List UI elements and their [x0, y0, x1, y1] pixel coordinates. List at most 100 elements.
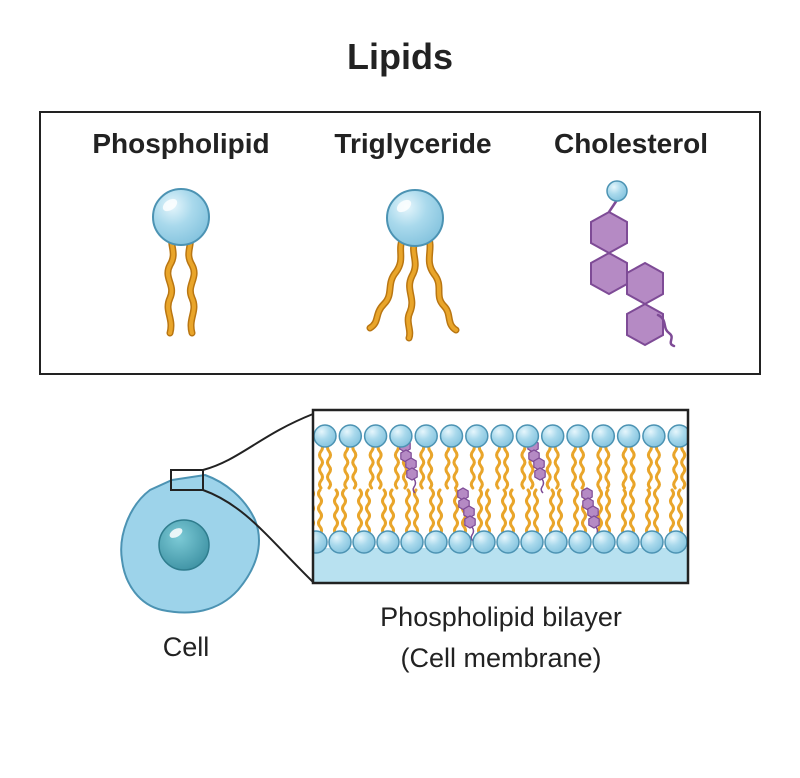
bilayer-label-line1: Phospholipid bilayer — [380, 602, 622, 632]
bilayer-tail-top — [672, 442, 679, 490]
bilayer-head-top — [540, 424, 565, 448]
bilayer-tail-top — [629, 442, 636, 490]
bilayer-tail-bottom — [381, 488, 387, 536]
bilayer-tail-top — [376, 442, 383, 490]
bilayer-tail-bottom — [437, 488, 443, 536]
bilayer-tail-top — [553, 442, 560, 490]
bilayer-head-bottom — [424, 530, 448, 554]
cell-label: Cell — [162, 632, 210, 662]
bilayer-tail-bottom — [365, 488, 371, 536]
bilayer-tail-bottom — [341, 488, 347, 536]
bilayer-tail-bottom — [317, 488, 323, 536]
bilayer-label-line2: (Cell membrane) — [400, 643, 602, 673]
bilayer-zoom — [313, 410, 716, 583]
bilayer-head-bottom — [592, 530, 616, 554]
bilayer-head-bottom — [328, 530, 352, 554]
bilayer-head-top — [591, 424, 616, 448]
bilayer-tail-top — [545, 442, 552, 490]
bilayer-tail-bottom — [477, 488, 483, 536]
bilayer-tail-bottom — [501, 488, 507, 536]
bilayer-tail-bottom — [389, 488, 395, 536]
bilayer-tail-top — [571, 442, 577, 490]
bilayer-head-bottom — [313, 530, 328, 554]
bilayer-tail-top — [654, 442, 661, 490]
bilayer-tail-bottom — [453, 488, 459, 536]
bilayer-head-top — [490, 424, 514, 448]
bilayer-head-bottom — [400, 530, 424, 554]
page-title: Lipids — [347, 36, 453, 77]
bilayer-tail-bottom — [357, 488, 363, 536]
bilayer-head-top — [465, 424, 489, 448]
bilayer-head-bottom — [544, 530, 568, 554]
bilayer-tail-bottom — [621, 488, 627, 536]
bilayer-head-bottom — [472, 530, 496, 554]
bilayer-tail-bottom — [653, 488, 659, 536]
triglyceride-label: Triglyceride — [334, 128, 492, 159]
bilayer-tail-top — [444, 442, 451, 490]
phospholipid-label: Phospholipid — [92, 128, 270, 159]
bilayer-tail-top — [351, 442, 358, 490]
triglyceride-molecule — [366, 189, 460, 342]
bilayer-head-top — [338, 424, 363, 448]
bilayer-box — [311, 408, 690, 585]
bilayer-tail-bottom — [525, 488, 531, 536]
bilayer-tail-bottom — [509, 488, 515, 536]
bilayer-tail-bottom — [573, 488, 579, 536]
bilayer-tail-top — [680, 442, 687, 490]
bilayer-head-top — [515, 424, 540, 448]
bilayer-head-top — [389, 424, 413, 448]
bilayer-head-bottom — [616, 530, 640, 554]
bilayer-tail-top — [596, 442, 603, 490]
bilayer-tail-top — [393, 442, 400, 490]
bilayer-head-top — [642, 424, 666, 448]
bilayer-tail-top — [604, 442, 611, 490]
bilayer-tail-top — [469, 442, 476, 490]
bilayer-tail-bottom — [597, 488, 603, 536]
bilayer-tail-top — [452, 442, 459, 490]
bilayer-head-bottom — [640, 530, 664, 554]
bilayer-head-bottom — [376, 530, 400, 554]
bilayer-head-top — [363, 424, 388, 448]
bilayer-head-bottom — [496, 530, 520, 554]
bilayer-head-bottom — [520, 530, 544, 554]
bilayer-tail-bottom — [629, 488, 635, 536]
bilayer-tail-top — [646, 442, 653, 490]
bilayer-tail-top — [520, 442, 527, 490]
bilayer-tail-top — [427, 442, 434, 490]
bilayer-tail-top — [343, 442, 350, 490]
bilayer-tail-top — [495, 442, 502, 490]
bilayer-tail-top — [326, 442, 332, 490]
bilayer-tail-bottom — [405, 488, 411, 536]
molecule-box — [39, 111, 761, 375]
bilayer-head-top — [566, 424, 590, 448]
bilayer-tail-top — [368, 442, 375, 490]
phospholipid-molecule — [152, 188, 210, 337]
bilayer-tail-bottom — [645, 488, 651, 536]
bilayer-head-bottom — [568, 530, 592, 554]
bilayer-tail-top — [419, 442, 426, 490]
bilayer-tail-top — [477, 442, 484, 490]
bilayer-head-top — [414, 424, 438, 448]
bilayer-tail-bottom — [677, 488, 683, 536]
bilayer-tail-bottom — [413, 488, 419, 536]
bilayer-head-top — [694, 425, 716, 447]
bilayer-tail-top — [621, 442, 628, 490]
bilayer-tail-top — [503, 442, 510, 490]
bilayer-head-top — [439, 424, 464, 448]
bilayer-tail-bottom — [605, 488, 611, 536]
bilayer-tail-top — [579, 442, 585, 490]
membrane-cholesterol — [457, 487, 476, 542]
bilayer-tail-top — [707, 444, 710, 488]
bilayer-head-bottom — [689, 531, 711, 553]
bilayer-tail-top — [318, 442, 324, 490]
bilayer-tail-bottom — [557, 488, 563, 536]
bilayer-head-bottom — [664, 530, 688, 554]
bilayer-tail-top — [699, 444, 702, 488]
bilayer-tail-bottom — [485, 488, 491, 536]
cholesterol-molecule — [590, 180, 676, 348]
bilayer-tail-bottom — [429, 488, 435, 536]
bilayer-tail-bottom — [333, 488, 339, 536]
cell — [120, 469, 260, 614]
bilayer-head-bottom — [352, 530, 376, 554]
